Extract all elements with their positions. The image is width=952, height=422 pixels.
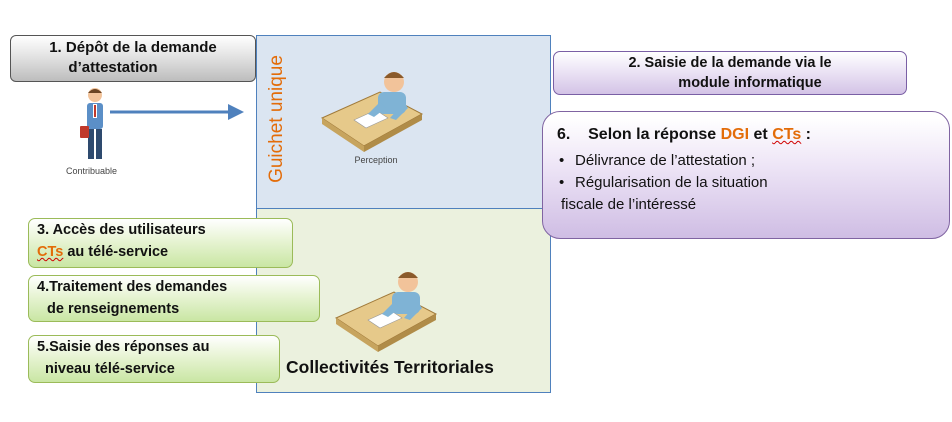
step3-box: 3. Accès des utilisateurs CTs au télé-se… xyxy=(28,218,293,268)
step6-title-prefix: 6. Selon la réponse xyxy=(557,126,721,143)
step5-box: 5.Saisie des réponses au niveau télé-ser… xyxy=(28,335,280,383)
step1-line1: 1. Dépôt de la demande xyxy=(49,39,217,56)
contribuable-label: Contribuable xyxy=(66,166,118,176)
step6-bullet-list: Délivrance de l’attestation ; Régularisa… xyxy=(557,150,949,194)
perception-label: Perception xyxy=(354,155,398,165)
step6-bullet-2-cont: fiscale de l’intéressé xyxy=(561,196,697,213)
guichet-unique-label: Guichet unique xyxy=(262,40,292,198)
step2-line1: 2. Saisie de la demande via le xyxy=(628,55,832,71)
step6-title-mid: et xyxy=(749,126,773,143)
step5-line1: 5.Saisie des réponses au xyxy=(37,339,210,355)
step3-line1: 3. Accès des utilisateurs xyxy=(37,222,206,238)
collectivites-desk-icon xyxy=(334,272,438,352)
step1-line2: d’attestation xyxy=(68,59,158,76)
step4-line2: de renseignements xyxy=(47,301,180,317)
guichet-unique-text: Guichet unique xyxy=(266,55,287,183)
step3-line2-rest: au télé-service xyxy=(63,244,169,260)
step3-line2: CTs au télé-service xyxy=(37,241,292,263)
perception-desk-icon xyxy=(320,72,424,152)
step6-title-dgi: DGI xyxy=(720,126,750,143)
step2-line2: module informatique xyxy=(678,75,822,91)
collectivites-label: Collectivités Territoriales xyxy=(286,357,494,377)
step6-bullet-1: Délivrance de l’attestation ; xyxy=(557,150,949,172)
step1-box: 1. Dépôt de la demande d’attestation xyxy=(10,35,256,82)
step6-bullet-2: Régularisation de la situation xyxy=(557,172,949,194)
contribuable-person-icon xyxy=(80,88,103,159)
step6-box: 6. Selon la réponse DGI et CTs : Délivra… xyxy=(542,111,950,239)
step6-title: 6. Selon la réponse DGI et CTs : xyxy=(557,124,949,146)
step2-box: 2. Saisie de la demande via le module in… xyxy=(553,51,907,95)
step4-box: 4.Traitement des demandes de renseigneme… xyxy=(28,275,320,322)
step6-title-cts: CTs xyxy=(772,126,802,143)
step6-title-suffix: : xyxy=(801,126,812,143)
submission-arrow xyxy=(110,104,244,120)
step4-line1: 4.Traitement des demandes xyxy=(37,279,228,295)
step5-line2: niveau télé-service xyxy=(45,361,175,377)
step3-cts: CTs xyxy=(37,244,64,260)
